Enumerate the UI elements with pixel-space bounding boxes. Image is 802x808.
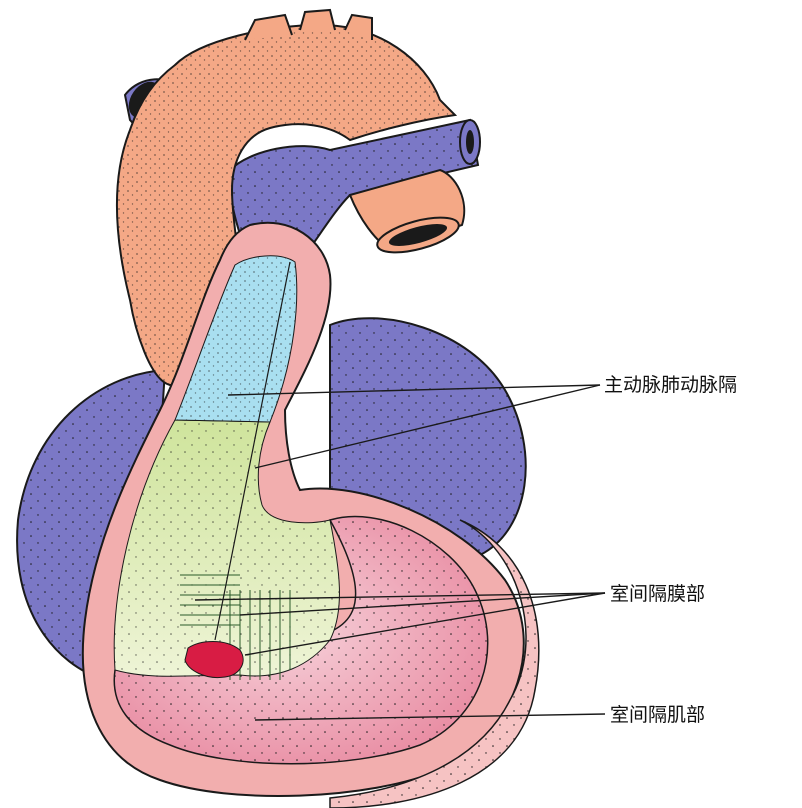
label-aorticopulmonary-septum: 主动脉肺动脉隔 xyxy=(604,376,737,395)
label-muscular-septum: 室间隔肌部 xyxy=(610,706,705,725)
label-membranous-septum: 室间隔膜部 xyxy=(610,585,705,604)
